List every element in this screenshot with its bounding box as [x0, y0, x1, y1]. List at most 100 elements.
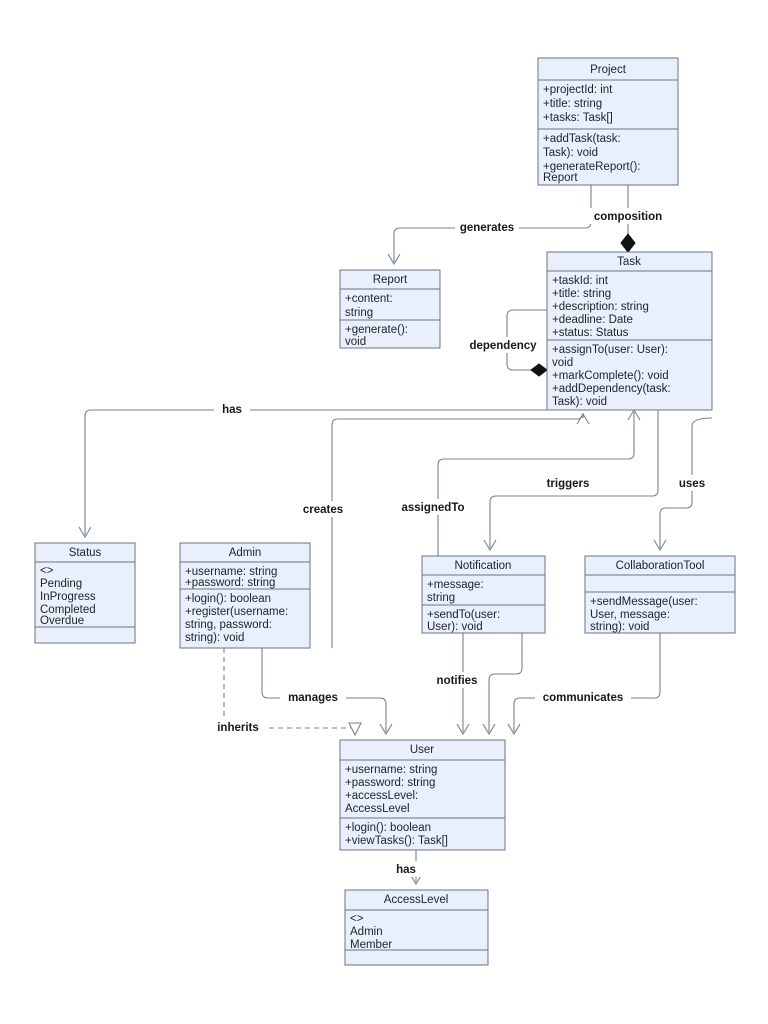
edge-label-has-accesslevel: has — [389, 861, 423, 877]
svg-text:assignedTo: assignedTo — [401, 502, 464, 514]
class-attr: +deadline: Date — [552, 314, 633, 326]
edge-has-status[interactable] — [78, 409, 547, 539]
class-method: +generate(): — [345, 324, 408, 336]
enum-value: Pending — [40, 578, 82, 590]
svg-text:creates: creates — [303, 504, 343, 516]
class-method: void — [552, 357, 573, 369]
class-method: Task): void — [552, 396, 607, 408]
class-box-notification[interactable]: Notification +message: string +sendTo(us… — [421, 555, 546, 634]
svg-text:inherits: inherits — [217, 722, 259, 734]
class-title-notification: Notification — [455, 560, 512, 572]
class-title-accesslevel: AccessLevel — [384, 894, 449, 906]
class-attr: +tasks: Task[] — [543, 112, 613, 124]
class-title-collaborationtool: CollaborationTool — [616, 560, 705, 572]
class-method: +addTask(task: — [543, 133, 621, 145]
class-box-accesslevel[interactable]: AccessLevel <> Admin Member — [344, 889, 489, 966]
class-title-task: Task — [617, 256, 641, 268]
enum-stereotype: <> — [350, 913, 364, 925]
class-method: void — [345, 336, 366, 348]
edge-label-notifies: notifies — [432, 672, 482, 688]
svg-text:has: has — [222, 404, 242, 416]
class-attr: +username: string — [345, 764, 437, 776]
svg-text:manages: manages — [288, 692, 338, 704]
enum-stereotype: <> — [40, 565, 54, 577]
class-method: User, message: — [590, 609, 670, 621]
svg-text:dependency: dependency — [469, 340, 537, 352]
class-attr: string — [345, 307, 373, 319]
class-title-status: Status — [69, 547, 102, 559]
class-method: +addDependency(task: — [552, 383, 671, 395]
class-method: string, password: — [185, 619, 272, 631]
class-attr: +password: string — [185, 577, 275, 589]
class-title-admin: Admin — [229, 547, 262, 559]
class-attr: +content: — [345, 293, 393, 305]
class-box-status[interactable]: Status <> Pending InProgress Completed O… — [34, 542, 136, 644]
svg-text:uses: uses — [679, 478, 705, 490]
class-attr: +title: string — [543, 98, 602, 110]
edge-label-composition: composition — [589, 208, 667, 224]
edge-label-manages: manages — [280, 689, 346, 705]
class-method: +sendTo(user: — [427, 609, 500, 621]
edge-label-uses: uses — [673, 475, 711, 491]
class-box-task[interactable]: Task +taskId: int +title: string +descri… — [546, 251, 713, 411]
edge-creates[interactable] — [331, 412, 590, 648]
edge-label-generates: generates — [455, 219, 519, 235]
class-attr: +title: string — [552, 288, 611, 300]
edge-triggers[interactable] — [483, 410, 659, 552]
class-title-report: Report — [373, 274, 408, 286]
enum-value: InProgress — [40, 591, 96, 603]
svg-text:communicates: communicates — [543, 692, 624, 704]
edge-labels-layer: generates composition dependency has cre… — [211, 208, 711, 877]
svg-text:triggers: triggers — [547, 478, 590, 490]
class-method: Report — [543, 172, 578, 184]
enum-value: Member — [350, 939, 392, 951]
class-method: +login(): boolean — [345, 822, 431, 834]
edge-label-communicates: communicates — [535, 689, 631, 705]
class-box-collaborationtool[interactable]: CollaborationTool +sendMessage(user: Use… — [584, 555, 736, 634]
svg-text:notifies: notifies — [437, 675, 478, 687]
edge-label-creates: creates — [296, 501, 350, 517]
edge-notifies-secondary[interactable] — [482, 633, 523, 736]
class-title-user: User — [410, 744, 434, 756]
class-method: +register(username: — [185, 606, 288, 618]
class-method: string): void — [185, 632, 244, 644]
class-method: +sendMessage(user: — [590, 596, 698, 608]
class-method: +generateReport(): — [543, 161, 641, 173]
class-attr: AccessLevel — [345, 803, 410, 815]
svg-text:composition: composition — [594, 211, 662, 223]
class-method: +viewTasks(): Task[] — [345, 835, 448, 847]
edge-uses[interactable] — [653, 417, 713, 552]
class-attr: +password: string — [345, 777, 435, 789]
enum-value: Overdue — [40, 615, 84, 627]
class-attr: +accessLevel: — [345, 790, 418, 802]
class-title-project: Project — [590, 64, 627, 76]
edge-communicates[interactable] — [507, 633, 661, 736]
class-method: string): void — [590, 621, 649, 633]
class-method: +markComplete(): void — [552, 370, 669, 382]
enum-value: Completed — [40, 604, 96, 616]
class-attr: +username: string — [185, 566, 277, 578]
class-attr: +status: Status — [552, 327, 629, 339]
class-attr: +message: — [427, 579, 484, 591]
class-attr: string — [427, 592, 455, 604]
class-method: Task): void — [543, 147, 598, 159]
class-attr: +taskId: int — [552, 275, 609, 287]
edge-label-has-status: has — [214, 401, 250, 417]
edge-label-assignedto: assignedTo — [398, 499, 468, 515]
class-box-report[interactable]: Report +content: string +generate(): voi… — [339, 269, 441, 349]
class-method: +login(): boolean — [185, 593, 271, 605]
class-attr: +projectId: int — [543, 84, 613, 96]
enum-value: Admin — [350, 926, 383, 938]
class-box-user[interactable]: User +username: string +password: string… — [339, 739, 506, 851]
svg-text:generates: generates — [460, 222, 514, 234]
class-box-admin[interactable]: Admin +username: string +password: strin… — [179, 542, 311, 649]
class-method: +assignTo(user: User): — [552, 344, 668, 356]
class-attr: +description: string — [552, 301, 649, 313]
class-box-project[interactable]: Project +projectId: int +title: string +… — [537, 57, 679, 186]
edge-label-inherits: inherits — [211, 719, 265, 735]
edge-label-triggers: triggers — [539, 475, 597, 491]
edges-layer — [78, 185, 713, 886]
svg-text:has: has — [396, 864, 416, 876]
